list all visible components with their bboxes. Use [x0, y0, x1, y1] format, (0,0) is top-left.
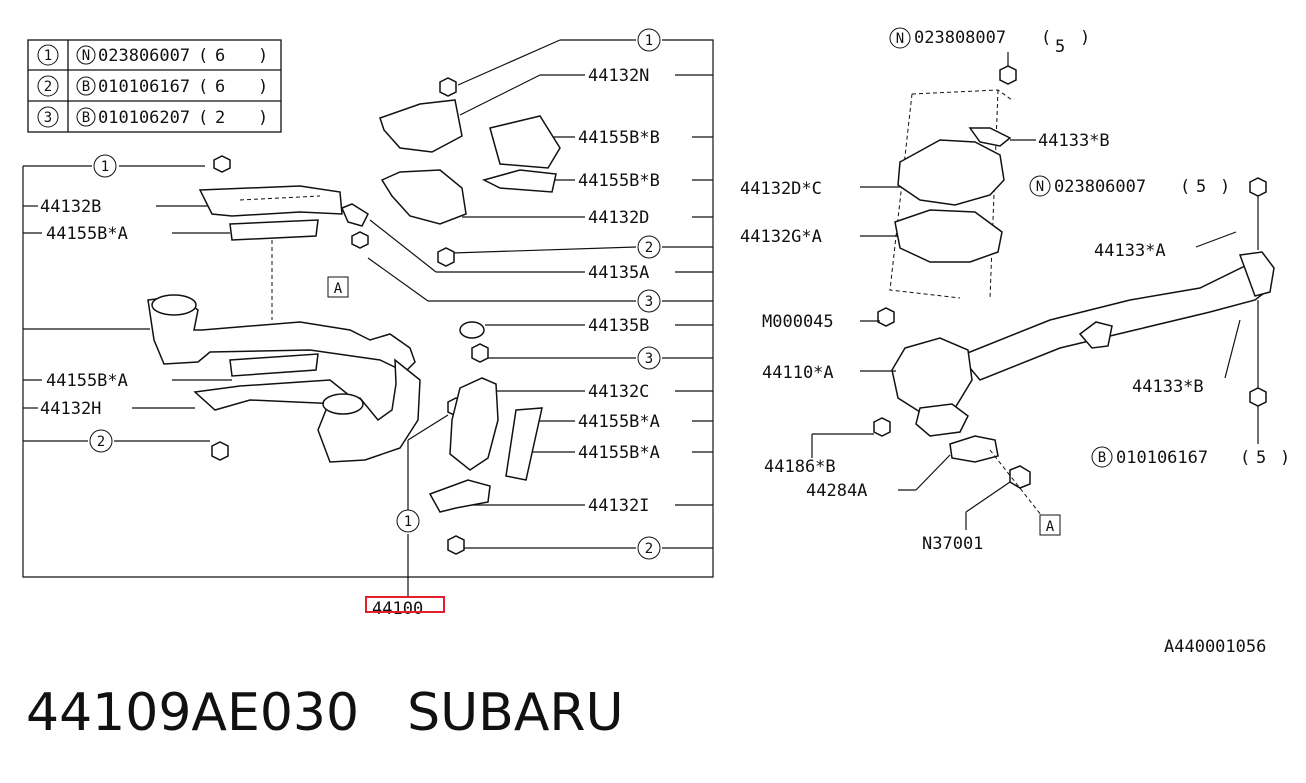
legend-row-3: 3 B 010106207 ( 2 )	[37, 106, 268, 128]
legend-row-2-num: 2	[44, 79, 52, 95]
legend-row-2-prefix: B	[82, 79, 90, 95]
svg-text:): )	[258, 77, 268, 97]
svg-text:(: (	[198, 46, 208, 66]
label-44133A[interactable]: 44133*A	[1094, 241, 1166, 261]
label-44132B[interactable]: 44132B	[40, 197, 101, 217]
legend-row-3-prefix: B	[82, 110, 90, 126]
label-44155BA-mid[interactable]: 44155B*A	[46, 371, 128, 391]
label-44135B[interactable]: 44135B	[588, 316, 649, 336]
legend-row-1: 1 N 023806007 ( 6 )	[37, 44, 268, 66]
label-44100[interactable]: 44100	[372, 599, 423, 619]
callout-1-bottom: 1	[404, 514, 412, 530]
right-n-mid-code[interactable]: 023806007	[1054, 177, 1146, 197]
ref-box-A-left: A	[334, 281, 343, 297]
label-44132DC[interactable]: 44132D*C	[740, 179, 822, 199]
label-44155BA-top[interactable]: 44155B*A	[46, 224, 128, 244]
label-44155BB-1[interactable]: 44155B*B	[578, 128, 660, 148]
label-44110A[interactable]: 44110*A	[762, 363, 834, 383]
callout-3-a: 3	[645, 294, 653, 310]
label-44132I[interactable]: 44132I	[588, 496, 649, 516]
label-N37001[interactable]: N37001	[922, 534, 983, 554]
callout-1-top: 1	[645, 33, 653, 49]
label-44155BB-2[interactable]: 44155B*B	[578, 171, 660, 191]
svg-text:(: (	[198, 108, 208, 128]
callout-2-left: 2	[97, 434, 105, 450]
label-44155BA-1[interactable]: 44155B*A	[578, 412, 660, 432]
right-b-bot-code[interactable]: 010106167	[1116, 448, 1208, 468]
heat-shields-left	[379, 99, 561, 513]
svg-text:(: (	[1180, 177, 1190, 197]
label-44133B-bot[interactable]: 44133*B	[1132, 377, 1204, 397]
callout-2-a: 2	[645, 240, 653, 256]
highlight-box	[365, 596, 445, 613]
right-n-mid-qty: 5	[1196, 177, 1206, 197]
exhaust-manifold-left	[147, 185, 485, 463]
labels-right-column: 44132N 44155B*B 44155B*B 44132D 44135A 4…	[578, 66, 660, 516]
label-M000045[interactable]: M000045	[762, 312, 834, 332]
callout-3-b: 3	[645, 351, 653, 367]
right-n-mid-prefix: N	[1036, 179, 1044, 195]
assembly-frame	[22, 39, 714, 598]
label-44284A[interactable]: 44284A	[806, 481, 867, 501]
legend-row-3-num: 3	[44, 110, 52, 126]
brand-name: SUBARU	[407, 683, 624, 743]
label-44132N[interactable]: 44132N	[588, 66, 649, 86]
legend-row-3-code: 010106207	[98, 108, 190, 128]
svg-text:): )	[1080, 28, 1090, 48]
legend-row-1-qty: 6	[215, 46, 225, 66]
svg-text:(: (	[198, 77, 208, 97]
ref-box-A-right: A	[1046, 519, 1055, 535]
legend-row-1-prefix: N	[82, 48, 90, 64]
legend-row-2: 2 B 010106167 ( 6 )	[37, 75, 268, 97]
label-44132H[interactable]: 44132H	[40, 399, 101, 419]
label-44155BA-2[interactable]: 44155B*A	[578, 443, 660, 463]
label-44132C[interactable]: 44132C	[588, 382, 649, 402]
label-44132GA[interactable]: 44132G*A	[740, 227, 822, 247]
right-n-top-qty: 5	[1055, 37, 1065, 57]
diagram-code: A440001056	[1164, 637, 1266, 657]
labels-left: 44132B 44155B*A 44155B*A 44132H A	[40, 197, 349, 419]
assembly-label-group: 44100	[365, 596, 445, 619]
svg-text:): )	[258, 108, 268, 128]
callout-2-bottom: 2	[645, 541, 653, 557]
callouts-left: 1 1 2 2 3 3 1 2	[89, 28, 661, 560]
fasteners-left	[211, 77, 489, 555]
svg-text:): )	[258, 46, 268, 66]
right-n-top-code[interactable]: 023808007	[914, 28, 1006, 48]
legend-row-1-code: 023806007	[98, 46, 190, 66]
legend-table: 1 N 023806007 ( 6 ) 2 B 010106167 ( 6 ) …	[27, 39, 282, 133]
legend-row-2-qty: 6	[215, 77, 225, 97]
svg-text:(: (	[1041, 28, 1051, 48]
legend-row-1-num: 1	[44, 48, 52, 64]
callout-1-left: 1	[101, 159, 109, 175]
right-column-leaders	[132, 39, 713, 549]
label-44135A[interactable]: 44135A	[588, 263, 649, 283]
part-number: 44109AE030	[26, 683, 360, 743]
label-44133B-top[interactable]: 44133*B	[1038, 131, 1110, 151]
label-44132D[interactable]: 44132D	[588, 208, 649, 228]
right-b-bot-qty: 5	[1256, 448, 1266, 468]
svg-text:(: (	[1240, 448, 1250, 468]
legend-row-2-code: 010106167	[98, 77, 190, 97]
legend-row-3-qty: 2	[215, 108, 225, 128]
right-b-bot-prefix: B	[1098, 450, 1106, 466]
right-diagram: N 023808007 ( 5 )	[740, 27, 1290, 554]
svg-text:): )	[1220, 177, 1230, 197]
svg-text:): )	[1280, 448, 1290, 468]
page-title: 44109AE030 SUBARU	[26, 683, 624, 743]
right-n-top-prefix: N	[896, 31, 904, 47]
label-44186B[interactable]: 44186*B	[764, 457, 836, 477]
